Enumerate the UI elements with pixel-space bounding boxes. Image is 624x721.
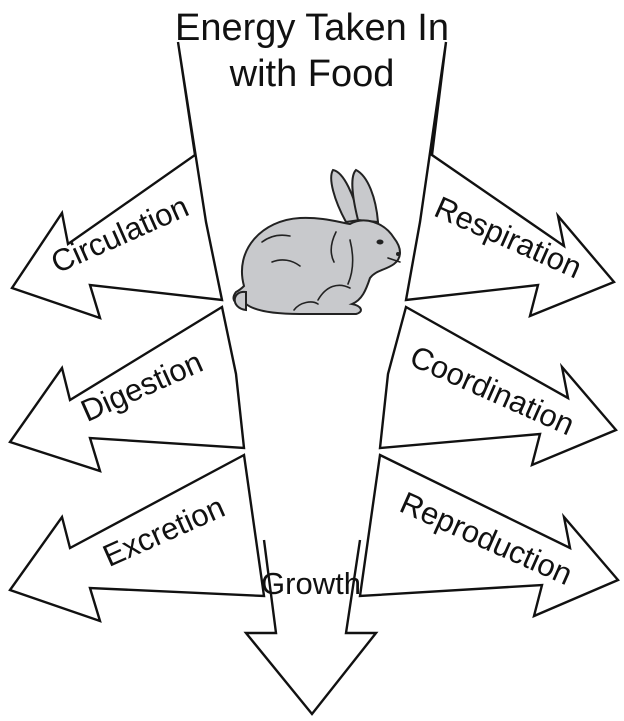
label-growth: Growth [261,566,361,601]
coordination-arrow [378,305,618,468]
circulation-arrow [10,41,224,320]
excretion-arrow [8,453,266,623]
growth-arrow [243,539,379,716]
respiration-arrow [404,41,616,319]
title-line-1: Energy Taken In [175,7,449,49]
reproduction-arrow [358,453,620,619]
digestion-arrow [8,305,246,473]
title-line-2: with Food [229,53,395,95]
rabbit-illustration [232,168,401,315]
